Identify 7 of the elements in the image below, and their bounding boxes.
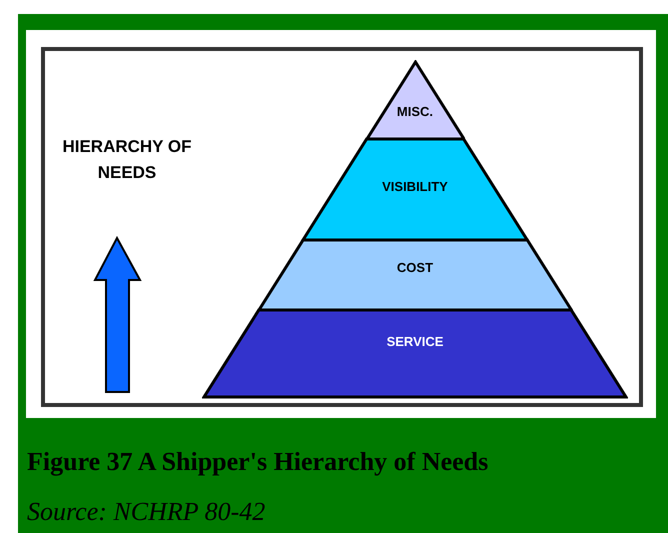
figure-caption: Figure 37 A Shipper's Hierarchy of Needs — [27, 447, 488, 477]
tier-label: COST — [396, 260, 434, 275]
tier-label: MISC. — [396, 104, 434, 119]
source-note: Source: NCHRP 80-42 — [27, 497, 266, 527]
tier-label: SERVICE — [386, 334, 444, 349]
tier-label: VISIBILITY — [381, 179, 449, 194]
axis-label: HIERARCHY OF NEEDS — [62, 136, 192, 184]
